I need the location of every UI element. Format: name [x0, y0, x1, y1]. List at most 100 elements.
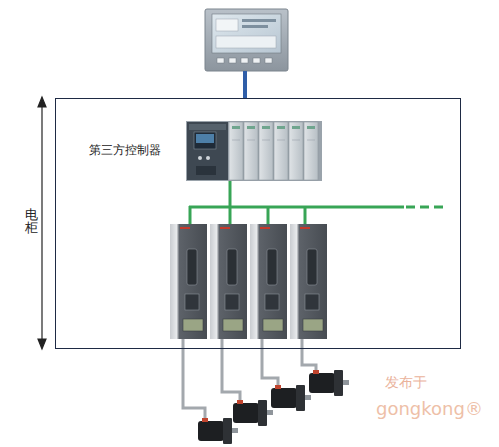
drive-connector: [267, 249, 277, 285]
hmi-key: [229, 58, 236, 63]
module-led: [247, 126, 255, 129]
hmi-widget: [242, 19, 276, 22]
bus-drop: [189, 206, 192, 224]
module-led: [292, 126, 300, 129]
drive-logo: [220, 227, 230, 229]
motor-body: [271, 388, 297, 408]
drive-logo: [180, 227, 190, 229]
servo-motor: [233, 400, 273, 426]
motor-body: [198, 421, 224, 441]
plc-port: [196, 166, 216, 175]
servo-motor: [198, 418, 238, 444]
servo-motor: [309, 370, 349, 396]
fieldbus: [189, 181, 446, 224]
motor-cable: [302, 339, 316, 372]
arrow-head: [38, 97, 46, 107]
drive-connector: [305, 294, 319, 310]
hmi-frame: [205, 9, 288, 71]
motor-shaft: [232, 428, 238, 433]
drive-connector: [187, 249, 197, 285]
watermark: 发布于: [385, 374, 427, 392]
drive-display: [303, 319, 323, 331]
drive-body: [250, 224, 287, 339]
controller-label: 第三方控制器: [89, 143, 161, 158]
drive-body: [210, 224, 247, 339]
motor-body: [233, 403, 259, 423]
motor-plug: [237, 400, 243, 404]
hmi-key: [253, 58, 260, 63]
plc-button: [206, 156, 210, 160]
motor-shaft: [305, 395, 311, 400]
hmi-widget: [242, 25, 268, 28]
module-line: [292, 140, 300, 141]
drive-body: [290, 224, 327, 339]
servo-drives: [170, 224, 327, 339]
motor-shaft: [267, 410, 273, 415]
dimension-arrow: [38, 97, 46, 349]
motor-flange: [296, 385, 305, 411]
motor-plug: [275, 385, 281, 389]
io-module: [274, 122, 288, 180]
module-line: [307, 140, 315, 141]
watermark: gongkong®: [376, 398, 483, 419]
hmi-panel: [205, 9, 288, 71]
controller-group: 第三方控制器: [86, 119, 356, 185]
bus-drop: [267, 206, 270, 224]
module-led: [232, 126, 240, 129]
module-lines: [232, 140, 315, 141]
module-line: [247, 140, 255, 141]
hmi-key: [241, 58, 248, 63]
motor-cable: [262, 339, 278, 387]
arrow-head: [38, 339, 46, 349]
servo-drive: [210, 224, 247, 339]
module-led: [277, 126, 285, 129]
hmi-widget: [216, 19, 238, 31]
servo-motor: [271, 385, 311, 411]
motor-flange: [223, 418, 232, 444]
drive-connector: [227, 249, 237, 285]
plc-controller: [186, 121, 322, 181]
motor-plug: [313, 370, 319, 374]
motor-cable: [183, 339, 205, 420]
motor-flange: [334, 370, 343, 396]
drive-logo: [260, 227, 270, 229]
module-line: [232, 140, 240, 141]
module-led: [307, 126, 315, 129]
hmi-link: [243, 71, 247, 99]
drive-logo: [300, 227, 310, 229]
motor-shaft: [343, 380, 349, 385]
hmi-key: [217, 58, 224, 63]
io-module: [229, 122, 243, 180]
drive-connector: [185, 294, 199, 310]
servo-drive: [290, 224, 327, 339]
io-module: [244, 122, 258, 180]
drive-connector: [265, 294, 279, 310]
drive-connector: [307, 249, 317, 285]
plc-cpu: [187, 122, 228, 180]
plc-button: [198, 156, 202, 160]
hmi-key: [265, 58, 272, 63]
plc-display-screen: [196, 134, 214, 143]
servo-drive: [250, 224, 287, 339]
bus-drop: [304, 206, 307, 224]
hmi-widget: [216, 36, 276, 48]
hmi-screen: [212, 14, 281, 53]
module-line: [277, 140, 285, 141]
motor-body: [309, 373, 335, 393]
motor-plug: [202, 418, 208, 422]
servo-motors: [198, 370, 349, 444]
bus-line: [189, 206, 404, 209]
drive-body: [170, 224, 207, 339]
plc-cpu-top: [189, 124, 226, 130]
drive-display: [183, 319, 203, 331]
cabinet-label: 电柜: [22, 197, 40, 223]
drive-display: [223, 319, 243, 331]
io-modules: [229, 122, 318, 180]
bus-drop: [229, 206, 232, 224]
motor-flange: [258, 400, 267, 426]
bus-continuation: [406, 206, 446, 209]
drive-display: [263, 319, 283, 331]
drive-connector: [225, 294, 239, 310]
